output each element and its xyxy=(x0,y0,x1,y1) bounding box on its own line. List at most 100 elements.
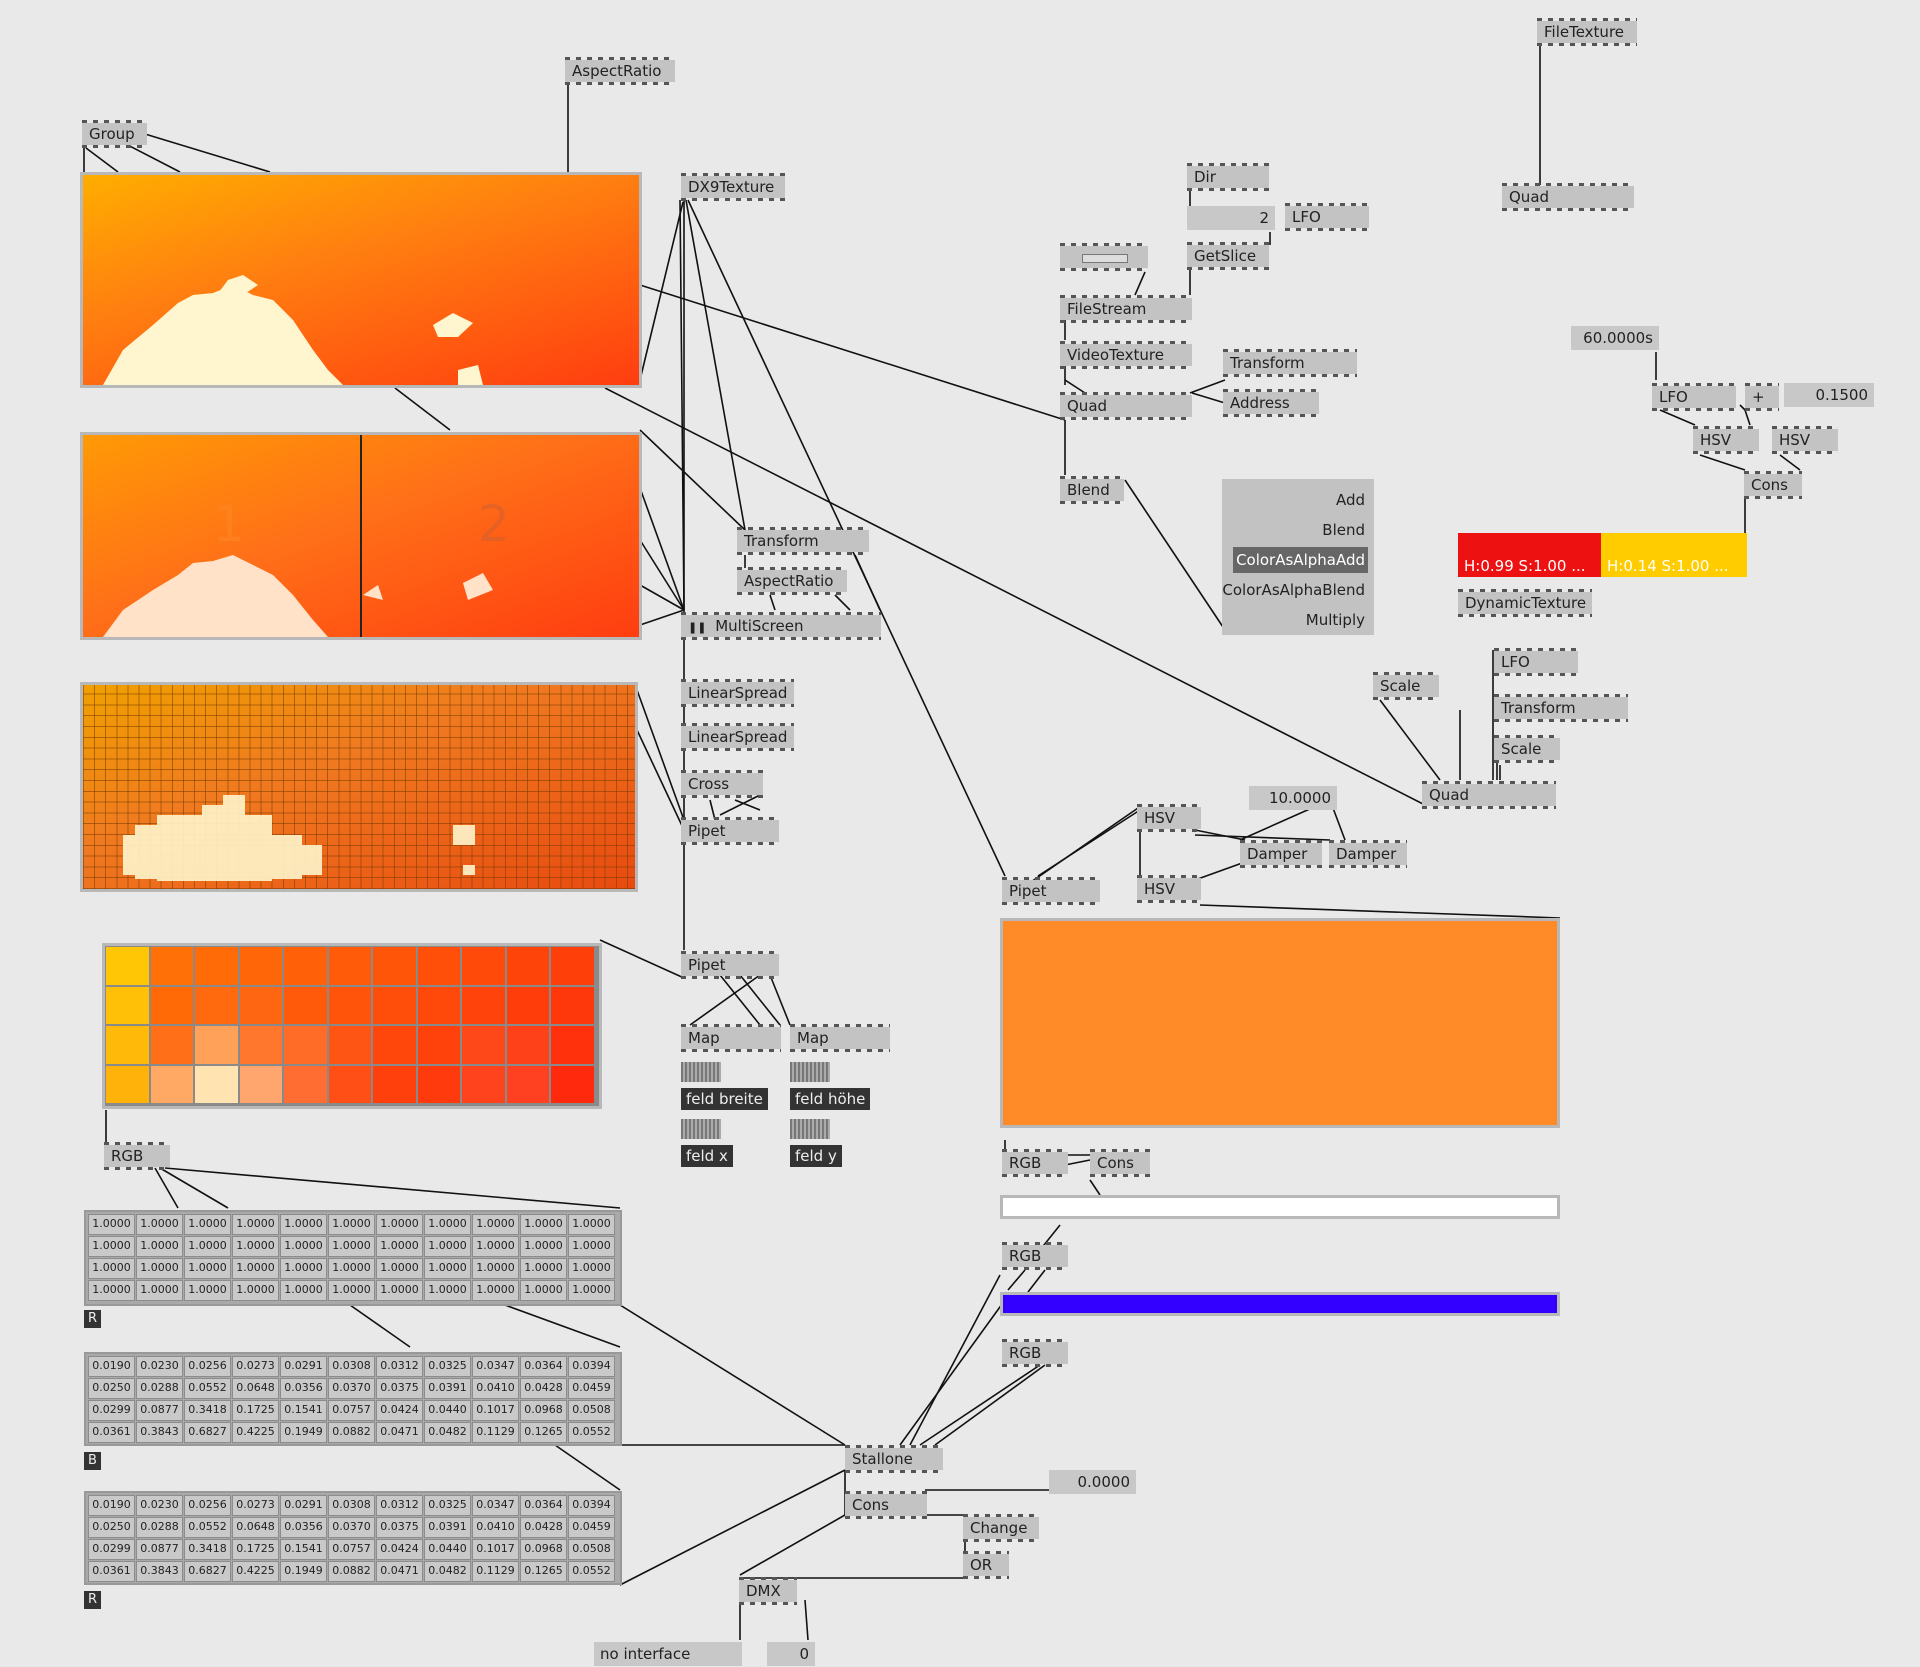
table-cell[interactable]: 1.0000 xyxy=(88,1258,135,1279)
table-cell[interactable]: 0.1949 xyxy=(280,1422,327,1443)
table-cell[interactable]: 0.0424 xyxy=(376,1400,423,1421)
table-cell[interactable]: 1.0000 xyxy=(280,1258,327,1279)
table-cell[interactable]: 0.0375 xyxy=(376,1517,423,1538)
filestream-node[interactable]: FileStream xyxy=(1060,295,1192,323)
table-cell[interactable]: 1.0000 xyxy=(520,1214,567,1235)
table-cell[interactable]: 0.0394 xyxy=(568,1356,615,1377)
table-cell[interactable]: 0.4225 xyxy=(232,1561,279,1582)
lfo-period-box[interactable]: 60.0000s xyxy=(1571,326,1659,350)
table-cell[interactable]: 0.0471 xyxy=(376,1561,423,1582)
cons-node-right[interactable]: Cons xyxy=(1744,471,1802,499)
spread-count-box[interactable]: 2 xyxy=(1187,206,1275,230)
table-cell[interactable]: 1.0000 xyxy=(568,1236,615,1257)
linear-spread-node-1[interactable]: LinearSpread xyxy=(681,679,794,707)
table-cell[interactable]: 0.0347 xyxy=(472,1356,519,1377)
table-cell[interactable]: 0.1129 xyxy=(472,1422,519,1443)
rgb-node-right-1[interactable]: RGB xyxy=(1002,1149,1068,1177)
plus-node[interactable]: + xyxy=(1745,383,1779,411)
dir-node[interactable]: Dir xyxy=(1187,163,1269,191)
aspect-ratio-node-mid[interactable]: AspectRatio xyxy=(737,567,847,595)
table-cell[interactable]: 1.0000 xyxy=(232,1214,279,1235)
toggle-node[interactable] xyxy=(1060,243,1148,271)
table-cell[interactable]: 0.0356 xyxy=(280,1517,327,1538)
table-cell[interactable]: 0.0648 xyxy=(232,1378,279,1399)
table-cell[interactable]: 1.0000 xyxy=(472,1236,519,1257)
change-node[interactable]: Change xyxy=(963,1514,1039,1542)
color-grid-renderer[interactable] xyxy=(102,943,602,1109)
table-cell[interactable]: 0.0882 xyxy=(328,1422,375,1443)
table-cell[interactable]: 0.0428 xyxy=(520,1378,567,1399)
toggle-switch[interactable] xyxy=(1082,254,1128,263)
table-cell[interactable]: 1.0000 xyxy=(184,1280,231,1301)
table-cell[interactable]: 0.1129 xyxy=(472,1561,519,1582)
table-cell[interactable]: 0.3418 xyxy=(184,1400,231,1421)
table-cell[interactable]: 1.0000 xyxy=(88,1280,135,1301)
table-cell[interactable]: 0.0364 xyxy=(520,1495,567,1516)
lfo-node-right[interactable]: LFO xyxy=(1652,383,1736,411)
video-renderer-1[interactable] xyxy=(80,172,642,388)
hsv-node-mid-2[interactable]: HSV xyxy=(1137,875,1201,903)
damper-value-box[interactable]: 10.0000 xyxy=(1249,786,1337,810)
rgb-node-right-2[interactable]: RGB xyxy=(1002,1242,1068,1270)
table-cell[interactable]: 0.0370 xyxy=(328,1378,375,1399)
table-cell[interactable]: 0.0356 xyxy=(280,1378,327,1399)
map-node-2[interactable]: Map xyxy=(790,1024,890,1052)
dynamic-texture-node[interactable]: DynamicTexture xyxy=(1458,589,1592,617)
table-cell[interactable]: 1.0000 xyxy=(520,1280,567,1301)
table-cell[interactable]: 0.0552 xyxy=(568,1422,615,1443)
table-cell[interactable]: 0.0410 xyxy=(472,1378,519,1399)
pipet-node-1[interactable]: Pipet xyxy=(681,817,779,845)
table-cell[interactable]: 0.0256 xyxy=(184,1356,231,1377)
transform-node-right[interactable]: Transform xyxy=(1494,694,1628,722)
table-cell[interactable]: 0.0288 xyxy=(136,1378,183,1399)
quad-node-right[interactable]: Quad xyxy=(1502,183,1634,211)
damper-node-2[interactable]: Damper xyxy=(1329,840,1407,868)
table-cell[interactable]: 0.0459 xyxy=(568,1517,615,1538)
table-cell[interactable]: 0.0288 xyxy=(136,1517,183,1538)
feld-x-iobox[interactable] xyxy=(681,1119,721,1139)
table-cell[interactable]: 0.0968 xyxy=(520,1400,567,1421)
table-cell[interactable]: 0.6827 xyxy=(184,1422,231,1443)
table-cell[interactable]: 1.0000 xyxy=(424,1258,471,1279)
table-cell[interactable]: 1.0000 xyxy=(424,1236,471,1257)
table-cell[interactable]: 0.0648 xyxy=(232,1517,279,1538)
table-cell[interactable]: 0.0230 xyxy=(136,1495,183,1516)
transform-node-mid[interactable]: Transform xyxy=(737,527,869,555)
table-cell[interactable]: 0.0459 xyxy=(568,1378,615,1399)
table-cell[interactable]: 1.0000 xyxy=(136,1236,183,1257)
table-cell[interactable]: 0.0757 xyxy=(328,1400,375,1421)
pipet-node-3[interactable]: Pipet xyxy=(1002,877,1100,905)
table-cell[interactable]: 0.6827 xyxy=(184,1561,231,1582)
blend-option[interactable]: Blend xyxy=(1322,521,1365,539)
table-cell[interactable]: 0.0312 xyxy=(376,1356,423,1377)
table-cell[interactable]: 1.0000 xyxy=(568,1258,615,1279)
table-cell[interactable]: 0.0312 xyxy=(376,1495,423,1516)
table-cell[interactable]: 1.0000 xyxy=(328,1280,375,1301)
plus-value-box[interactable]: 0.1500 xyxy=(1784,383,1874,407)
stallone-node[interactable]: Stallone xyxy=(845,1445,943,1473)
table-cell[interactable]: 0.4225 xyxy=(232,1422,279,1443)
table-cell[interactable]: 0.0299 xyxy=(88,1539,135,1560)
quad-node-top[interactable]: Quad xyxy=(1060,392,1192,420)
feld-breite-iobox[interactable] xyxy=(681,1062,721,1082)
table-cell[interactable]: 1.0000 xyxy=(376,1280,423,1301)
table-cell[interactable]: 1.0000 xyxy=(520,1258,567,1279)
table-cell[interactable]: 0.0508 xyxy=(568,1539,615,1560)
table-cell[interactable]: 0.0424 xyxy=(376,1539,423,1560)
table-cell[interactable]: 0.0299 xyxy=(88,1400,135,1421)
color-preview-orange[interactable] xyxy=(1000,918,1560,1128)
table-cell[interactable]: 0.0552 xyxy=(184,1517,231,1538)
table-cell[interactable]: 0.0370 xyxy=(328,1517,375,1538)
scale-node-1[interactable]: Scale xyxy=(1373,672,1439,700)
table-cell[interactable]: 0.0508 xyxy=(568,1400,615,1421)
table-cell[interactable]: 0.0308 xyxy=(328,1495,375,1516)
table-cell[interactable]: 0.1017 xyxy=(472,1539,519,1560)
table-cell[interactable]: 0.0394 xyxy=(568,1495,615,1516)
table-cell[interactable]: 0.0552 xyxy=(568,1561,615,1582)
table-cell[interactable]: 0.0877 xyxy=(136,1400,183,1421)
table-cell[interactable]: 1.0000 xyxy=(328,1236,375,1257)
table-cell[interactable]: 1.0000 xyxy=(376,1258,423,1279)
table-cell[interactable]: 1.0000 xyxy=(136,1214,183,1235)
address-node[interactable]: Address xyxy=(1223,389,1319,417)
